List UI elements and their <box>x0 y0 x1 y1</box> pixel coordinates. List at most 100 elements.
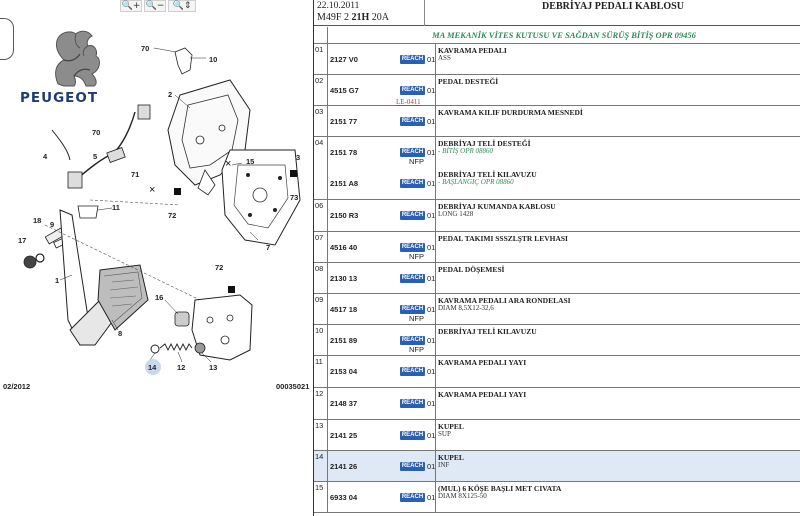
part-reference[interactable]: 2141 25 <box>330 431 358 440</box>
part-reference[interactable]: 4516 40 <box>330 243 358 252</box>
callout-14[interactable]: 14 <box>148 363 157 372</box>
callout-16[interactable]: 16 <box>155 293 164 302</box>
reach-badge[interactable]: REACH <box>400 399 425 408</box>
model-code-a: M49F 2 <box>317 12 349 23</box>
callout-18[interactable]: 18 <box>33 216 42 225</box>
reach-badge[interactable]: REACH <box>400 211 425 220</box>
part-link[interactable]: LE-0411 <box>396 98 421 106</box>
callout-2[interactable]: 2 <box>168 90 173 99</box>
callout-1[interactable]: 1 <box>55 276 60 285</box>
part-detail: DIAM 8X125-50 <box>438 492 487 500</box>
callout-13[interactable]: 13 <box>209 363 218 372</box>
row-index: 14 <box>314 451 328 481</box>
callout-10[interactable]: 10 <box>209 55 218 64</box>
exploded-parts-diagram: 🔍+ 🔍− 🔍⇕ PEUGEOT <box>0 0 314 516</box>
reach-badge[interactable]: REACH <box>400 462 425 471</box>
part-reference[interactable]: 2153 04 <box>330 367 358 376</box>
reach-badge[interactable]: REACH <box>400 243 425 252</box>
part-reference[interactable]: 2148 37 <box>330 399 358 408</box>
callout-4[interactable]: 4 <box>43 152 48 161</box>
zoom-in-icon[interactable]: 🔍+ <box>120 0 142 12</box>
reach-badge[interactable]: REACH <box>400 305 425 314</box>
nfp-flag: NFP <box>409 157 424 166</box>
reference-cell <box>328 137 436 199</box>
callout-70-b[interactable]: 70 <box>92 128 101 137</box>
part-name: DEBRİYAJ KUMANDA KABLOSU <box>438 202 556 211</box>
panel-divider <box>313 0 314 516</box>
parts-list-panel: 22.10.2011 M49F 2 21H 20A DEBRİYAJ PEDAL… <box>314 0 800 516</box>
part-name: DEBRİYAJ TELİ KILAVUZU <box>438 327 537 336</box>
reach-badge[interactable]: REACH <box>400 336 425 345</box>
callout-7[interactable]: 7 <box>266 243 271 252</box>
part-quantity: 01 <box>427 86 436 95</box>
callout-9[interactable]: 9 <box>50 220 55 229</box>
callout-70[interactable]: 70 <box>141 44 150 53</box>
callout-12[interactable]: 12 <box>177 363 186 372</box>
reference-cell <box>328 200 436 231</box>
part-reference[interactable]: 2141 26 <box>330 462 358 471</box>
part-quantity: 01 <box>427 399 436 408</box>
callout-11[interactable]: 11 <box>112 203 120 212</box>
reach-badge[interactable]: REACH <box>400 117 425 126</box>
row-index: 01 <box>314 44 328 74</box>
reach-badge[interactable]: REACH <box>400 431 425 440</box>
page-title: DEBRİYAJ PEDALI KABLOSU <box>542 1 684 12</box>
part-reference[interactable]: 2151 77 <box>330 117 358 126</box>
model-code-b: 21H <box>351 12 370 23</box>
reach-badge[interactable]: REACH <box>400 148 425 157</box>
reach-badge[interactable]: REACH <box>400 179 425 188</box>
part-quantity: 01 <box>427 367 436 376</box>
callout-5[interactable]: 5 <box>93 152 98 161</box>
reach-badge[interactable]: REACH <box>400 55 425 64</box>
reach-badge[interactable]: REACH <box>400 493 425 502</box>
part-quantity: 01 <box>427 117 436 126</box>
part-reference[interactable]: 4517 18 <box>330 305 358 314</box>
qualifier-row: MA MEKANİK VİTES KUTUSU VE SAĞDAN SÜRÜŞ … <box>314 27 800 44</box>
part-quantity: 01 <box>427 55 436 64</box>
zoom-out-icon[interactable]: 🔍− <box>144 0 166 12</box>
callout-72[interactable]: 72 <box>168 211 177 220</box>
part-reference[interactable]: 6933 04 <box>330 493 358 502</box>
callout-8[interactable]: 8 <box>118 329 123 338</box>
part-reference[interactable]: 2130 13 <box>330 274 358 283</box>
part-reference[interactable]: 2127 V0 <box>330 55 358 64</box>
callout-17[interactable]: 17 <box>18 236 27 245</box>
reference-cell <box>328 263 436 293</box>
brand-name: PEUGEOT <box>20 90 99 106</box>
reach-badge[interactable]: REACH <box>400 367 425 376</box>
callout-72-b[interactable]: 72 <box>215 263 224 272</box>
callout-71[interactable]: 71 <box>131 170 140 179</box>
part-detail: - BİTİŞ OPR 08860 <box>438 147 494 155</box>
part-reference[interactable]: 2151 78 <box>330 148 358 157</box>
callout-3[interactable]: 3 <box>296 153 301 162</box>
callout-73[interactable]: 73 <box>290 193 299 202</box>
part-reference[interactable]: 2151 89 <box>330 336 358 345</box>
callout-15[interactable]: 15 <box>246 157 255 166</box>
row-index: 13 <box>314 420 328 450</box>
part-name: KUPEL <box>438 453 464 462</box>
reach-badge[interactable]: REACH <box>400 274 425 283</box>
part-detail: LONG 1428 <box>438 210 474 218</box>
part-name: KAVRAMA PEDALI <box>438 46 507 55</box>
zoom-fit-icon[interactable]: 🔍⇕ <box>168 0 196 12</box>
part-reference[interactable]: 2150 R3 <box>330 211 359 220</box>
reach-badge[interactable]: REACH <box>400 86 425 95</box>
row-index: 15 <box>314 482 328 512</box>
part-reference[interactable]: 4515 G7 <box>330 86 359 95</box>
part-reference[interactable]: 2151 A8 <box>330 179 359 188</box>
header-model: M49F 2 21H 20A <box>317 12 389 23</box>
